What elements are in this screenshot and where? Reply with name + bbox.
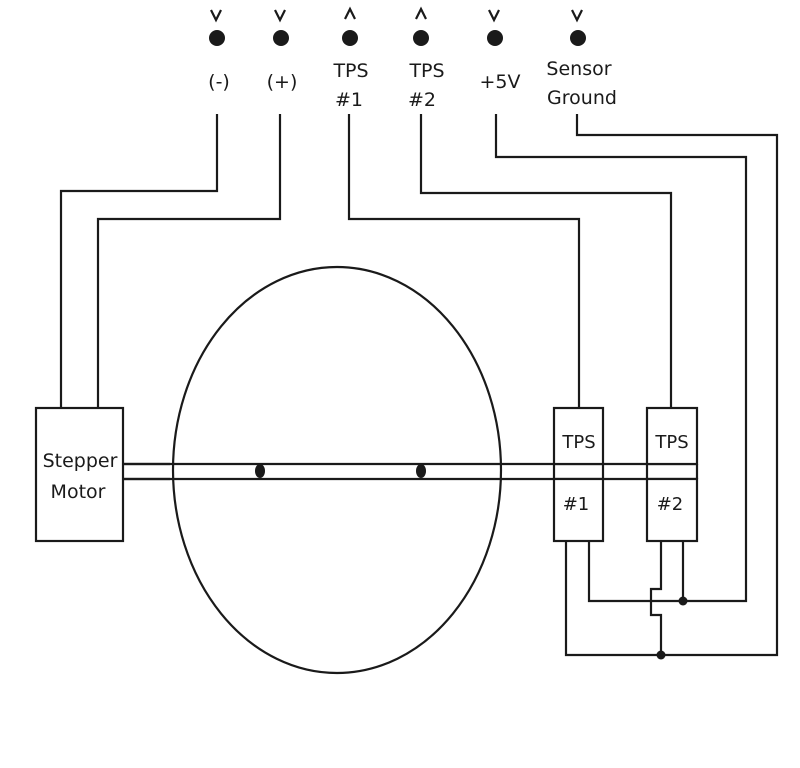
- junction-5v: [678, 596, 688, 606]
- tps2-sensor-top: [645, 406, 699, 466]
- junction-ground: [656, 650, 666, 660]
- terminal-positive: (+): [267, 9, 298, 93]
- terminal-positive-pin: [273, 30, 289, 46]
- terminal-5v-label: +5V: [479, 71, 520, 93]
- terminal-negative-arrow-icon: [210, 9, 222, 23]
- terminal-positive-label: (+): [267, 71, 298, 93]
- tps2-sensor: TPS #2: [645, 406, 699, 543]
- terminal-tps2-arrow-icon: [415, 6, 427, 20]
- terminal-negative-label: (-): [208, 71, 230, 93]
- terminal-tps1-arrow-icon: [344, 6, 356, 20]
- wire-ground-branch-tps2: [649, 541, 663, 655]
- stepper-motor: Stepper Motor: [34, 406, 170, 543]
- terminal-tps1-label-line2: #1: [335, 89, 363, 111]
- terminal-sensor-ground-label-line2: Ground: [547, 87, 617, 109]
- wire-sensor-ground: [564, 114, 779, 657]
- stepper-motor-box: [34, 406, 125, 543]
- wire-tps2-signal: [419, 114, 673, 408]
- tps1-sensor-label-top: TPS: [561, 432, 595, 453]
- terminal-tps2-label-line1: TPS: [408, 60, 444, 82]
- plate-screw-right: [416, 464, 426, 478]
- stepper-motor-label-line1: Stepper: [43, 450, 118, 472]
- wire-negative-to-motor: [59, 114, 219, 408]
- terminal-sensor-ground-pin: [570, 30, 586, 46]
- terminal-positive-arrow-icon: [274, 9, 286, 23]
- wire-tps1-signal: [347, 114, 581, 408]
- tps1-sensor-label-bottom: #1: [563, 494, 590, 515]
- terminal-5v-pin: [487, 30, 503, 46]
- terminal-tps1: TPS #1: [332, 6, 369, 111]
- terminal-sensor-ground-label-line1: Sensor: [546, 58, 611, 80]
- terminal-tps2-label-line2: #2: [408, 89, 436, 111]
- terminal-tps1-pin: [342, 30, 358, 46]
- terminal-negative: (-): [208, 9, 230, 93]
- wire-positive-to-motor: [96, 114, 282, 408]
- tps1-sensor-bottom: [552, 477, 605, 543]
- tps1-sensor: TPS #1: [552, 406, 605, 543]
- tps2-sensor-label-top: TPS: [654, 432, 688, 453]
- stepper-motor-label-line2: Motor: [51, 481, 106, 503]
- terminal-5v-arrow-icon: [488, 9, 500, 23]
- terminal-5v: +5V: [479, 9, 521, 93]
- terminal-tps2: TPS #2: [408, 6, 445, 111]
- terminal-sensor-ground: Sensor Ground: [546, 9, 617, 109]
- wire-5v-supply: [494, 114, 748, 603]
- terminal-tps1-label-line1: TPS: [332, 60, 368, 82]
- tps2-sensor-bottom: [645, 477, 699, 543]
- tps1-sensor-top: [552, 406, 605, 466]
- terminal-negative-pin: [209, 30, 225, 46]
- terminal-tps2-pin: [413, 30, 429, 46]
- terminal-sensor-ground-arrow-icon: [571, 9, 583, 23]
- plate-screw-left: [255, 464, 265, 478]
- tps2-sensor-label-bottom: #2: [657, 494, 684, 515]
- throttle-plate: [171, 265, 503, 675]
